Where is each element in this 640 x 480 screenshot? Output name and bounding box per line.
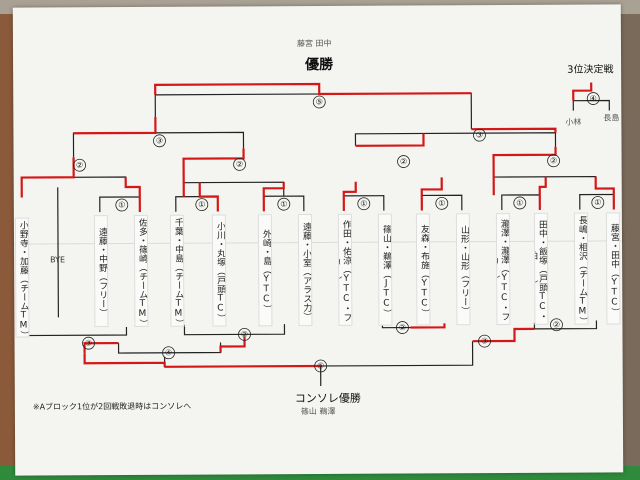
player-strip-9: 篠山・鵜澤（JTC） [377, 213, 393, 326]
player-strip-2: 遠藤・中野（フリー） [93, 215, 109, 328]
round-label: ② [241, 330, 248, 339]
third-place-name-2: 長島 [603, 113, 620, 123]
consolation-names: 篠山 鵜澤 [300, 406, 336, 417]
round-marker-labels: ⑤ ③ ③ ② ② ② ② ① ① ① ① ① ① ① ③ ② ② ③ ② ④ … [76, 94, 601, 370]
round-label: ② [236, 160, 243, 169]
player-strip-13: 田中・飯塚（戸頭TC・柏TC） [533, 212, 549, 325]
player-strip-6: 外崎・島（YTC） [257, 214, 273, 327]
round-label: ① [594, 198, 601, 207]
round-label: ④ [165, 348, 172, 357]
player-strip-10: 友森・布施（YTC） [415, 213, 431, 326]
title-champion: 優勝 [305, 56, 334, 74]
round-label: ② [399, 323, 406, 332]
player-strip-8: 作田・佑涼（YTC・フリー） [337, 213, 353, 326]
bracket-lines: ⑤ ③ ③ ② ② ② ② ① ① ① ① ① ① ① ③ ② ② ③ ② ④ … [20, 82, 615, 386]
round-label: ③ [481, 337, 488, 346]
footnote: ※Aブロック1位が2回戦敗退時はコンソレへ [32, 401, 192, 412]
round-label: ① [198, 200, 205, 209]
round-label: ① [516, 198, 523, 207]
bracket-red-lines [20, 82, 615, 368]
player-strip-1: 小野寺・加藤（チームTM） [14, 217, 30, 338]
player-strip-12: 瀧澤・瀧澤（YTC・フリー） [495, 212, 511, 326]
round-label: ② [76, 161, 83, 170]
bye-label: BYE [50, 255, 66, 265]
round-label: ③ [476, 131, 483, 140]
round-label: ⑤ [317, 361, 324, 370]
player-strip-3: 佐多・篠崎（チームTM） [133, 214, 149, 327]
round-label: ① [438, 199, 445, 208]
round-label: ② [550, 156, 557, 165]
round-label: ③ [85, 339, 92, 348]
round-label: ③ [156, 136, 163, 145]
round-label: ① [280, 200, 287, 209]
player-strip-5: 小川・丸塚（戸頭TC） [211, 214, 227, 327]
player-strip-14: 長嶋・相沢（チームTM） [573, 212, 589, 325]
round-label: ④ [590, 94, 597, 103]
third-place-name-1: 小林 [565, 117, 582, 127]
round-label: ② [553, 320, 560, 329]
round-label: ① [118, 201, 125, 210]
title-consolation: コンソレ優勝 [294, 391, 361, 406]
round-label: ① [360, 199, 367, 208]
round-markers [73, 92, 605, 373]
player-strip-7: 遠藤・小室（アラス力） [297, 214, 313, 327]
title-third-place: 3位決定戦 [567, 64, 614, 76]
player-strip-11: 山形・山形（フリー） [455, 213, 471, 326]
player-strip-4: 千葉・中島（チームTM） [169, 214, 185, 327]
winner-names: 藤宮 田中 [296, 38, 332, 49]
round-label: ② [400, 157, 407, 166]
bracket-poster: ⑤ ③ ③ ② ② ② ② ① ① ① ① ① ① ① ③ ② ② ③ ② ④ … [12, 4, 624, 476]
round-label: ⑤ [316, 97, 323, 106]
player-strip-15: 藤宮・田中（YTC） [605, 212, 621, 325]
